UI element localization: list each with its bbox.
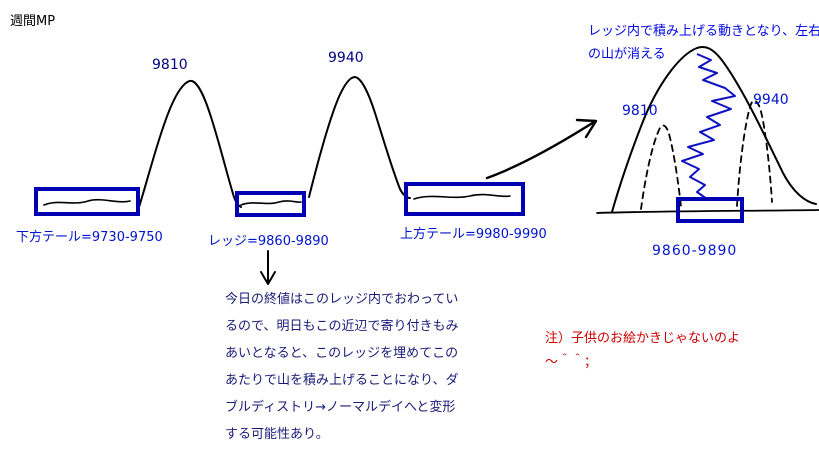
upper-tail-box — [404, 182, 525, 216]
left-peak2-label: 9940 — [328, 50, 364, 66]
baseline — [596, 209, 819, 214]
note-line: 今日の終値はこのレッジ内でおわってい — [225, 292, 459, 307]
down-arrow-head — [260, 271, 276, 285]
ledge-box — [235, 191, 306, 217]
right-arrow-head — [575, 118, 598, 139]
joke-line1: 注）子供のお絵かきじゃないのよ — [545, 331, 741, 346]
right-peak-right-label: 9940 — [753, 92, 789, 108]
note-line: あいとなると、このレッジを埋めてこの — [225, 346, 459, 361]
right-annotation-line1: レッジ内で積み上げる動きとなり、左右 — [588, 24, 819, 39]
right-mountain-curve — [611, 46, 817, 213]
right-ledge-box — [676, 197, 744, 223]
note-line: ブルディストリ→ノーマルデイへと変形 — [225, 400, 456, 415]
dashed-right-curve — [736, 99, 773, 207]
page-title: 週間MP — [10, 14, 56, 29]
note-line: あたりで山を積み上げることになり、ダ — [225, 373, 459, 388]
note-line: るので、明日もこの近辺で寄り付きもみ — [225, 319, 459, 334]
joke-line2: ～＾＾； — [545, 355, 598, 370]
box1-squiggle — [43, 198, 131, 206]
mountain-1-curve — [138, 79, 242, 208]
upper-tail-label: 上方テール=9980-9990 — [400, 227, 547, 242]
ledge-label: レッジ=9860-9890 — [208, 234, 329, 249]
right-arrow-shaft — [485, 120, 596, 180]
box3-squiggle — [413, 193, 511, 200]
note-paragraph: 今日の終値はこのレッジ内でおわってい るので、明日もこの近辺で寄り付きもみ あい… — [225, 286, 458, 448]
lower-tail-label: 下方テール=9730-9750 — [16, 230, 163, 245]
dashed-left-curve — [640, 124, 682, 210]
right-peak-left-label: 9810 — [622, 103, 658, 119]
note-line: する可能性あり。 — [225, 427, 329, 442]
profile-zigzag — [681, 53, 736, 200]
right-ledge-range-label: 9860-9890 — [652, 243, 738, 259]
left-peak1-label: 9810 — [152, 57, 188, 73]
right-annotation-line2: の山が消える — [588, 47, 666, 62]
lower-tail-box — [34, 187, 140, 216]
mountain-2-curve — [308, 75, 411, 199]
box2-squiggle — [240, 200, 302, 206]
